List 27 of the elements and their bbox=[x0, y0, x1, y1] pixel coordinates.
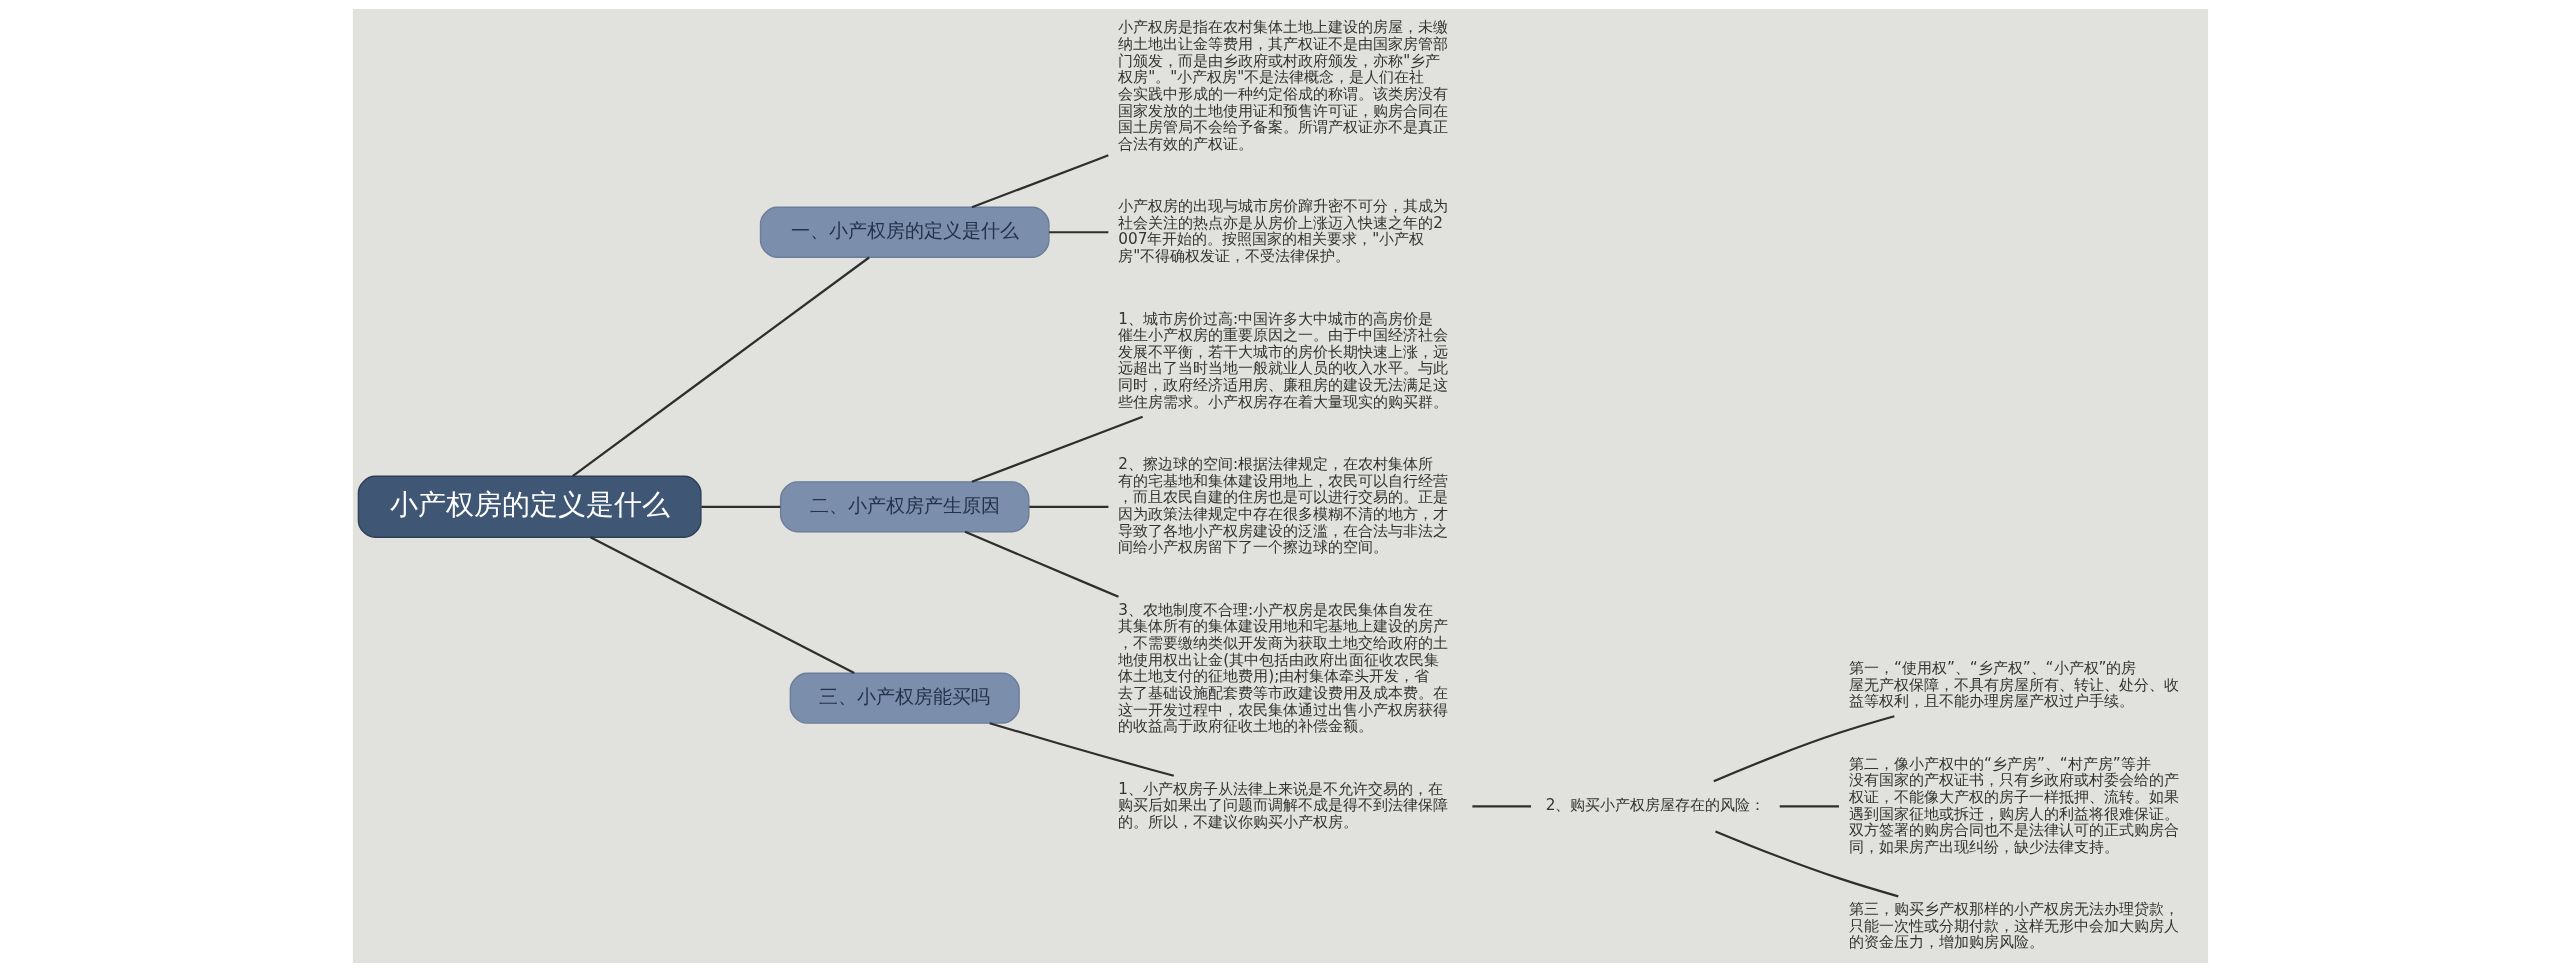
connector bbox=[988, 721, 1174, 777]
node-text: 小产权房是指在农村集体土地上建设的房屋，未缴纳土地出让金等费用，其产权证不是由国家房管部门颁发，而是由乡政府或村政府颁发，亦称"乡产权房"。"小产权房"不是法律概念，是人们在社会实践中形成的一种约定俗成的称谓。该类房没有国家发放的土地使用证和预售许可证，购房合同在国土房管局不会给予备案。所谓产权证亦不是真正合法有效的产权证。 bbox=[1117, 17, 1448, 153]
connector bbox=[1471, 804, 1531, 807]
connector bbox=[1712, 714, 1895, 782]
connector bbox=[589, 535, 855, 674]
connector bbox=[971, 415, 1143, 483]
connector bbox=[700, 505, 780, 508]
node-box: 三、小产权房能买吗 bbox=[789, 672, 1020, 724]
node-text: 3、农地制度不合理:小产权房是农民集体自发在其集体所有的集体建设用地和宅基地上建设的房产，不需要缴纳类似开发商为获取土地交给政府的土地使用权出让金(其中包括由政府出面征收农民集体土地支付的征地费用);由村集体牵头开发，省去了基础设施配套费等市政建设费用及成本费。在这一开发过程中，农民集体通过出售小产权房获得的收益高于政府征收土地的补偿金额。 bbox=[1117, 600, 1448, 735]
connector bbox=[964, 530, 1119, 598]
connector bbox=[1028, 505, 1108, 508]
connector bbox=[1714, 829, 1899, 897]
node-box: 小产权房的定义是什么 bbox=[357, 475, 702, 538]
node-text: 2、购买小产权房屋存在的风险： bbox=[1545, 795, 1765, 814]
node-text: 小产权房的出现与城市房价蹿升密不可分，其成为社会关注的热点亦是从房价上涨迈入快速之年的2007年开始的。按照国家的相关要求，"小产权房"不得确权发证，不受法律保护。 bbox=[1117, 196, 1448, 265]
connector bbox=[1779, 804, 1839, 807]
node-box: 二、小产权房产生原因 bbox=[779, 480, 1030, 532]
connector bbox=[1048, 230, 1108, 233]
node-text: 2、擦边球的空间:根据法律规定，在农村集体所有的宅基地和集体建设用地上，农民可以自行经营，而且农民自建的住房也是可以进行交易的。正是因为政策法律规定中存在很多模糊不清的地方，才导致了各地小产权房建设的泛滥，在合法与非法之间给小产权房留下了一个擦边球的空间。 bbox=[1117, 454, 1448, 556]
node-text: 1、城市房价过高:中国许多大中城市的高房价是催生小产权房的重要原因之一。由于中国经济社会发展不平衡，若干大城市的房价长期快速上涨，远远超出了当时当地一般就业人员的收入水平。与此同时，政府经济适用房、廉租房的建设无法满足这些住房需求。小产权房存在着大量现实的购买群。 bbox=[1117, 308, 1448, 411]
node-text: 第一，“使用权”、“乡产权”、“小产权”的房屋无产权保障，不具有房屋所有、转让、处分、收益等权利，且不能办理房屋产权过户手续。 bbox=[1848, 658, 2179, 710]
connector bbox=[971, 153, 1109, 208]
node-box: 一、小产权房的定义是什么 bbox=[759, 206, 1050, 258]
node-text: 第二，像小产权中的“乡产房”、“村产房”等并没有国家的产权证书，只有乡政府或村委会给的产权证，不能像大产权的房子一样抵押、流转。如果遇到国家征地或拆迁，购房人的利益将很难保证。双方签署的购房合同也不是法律认可的正式购房合同，如果房产出现纠纷，缺少法律支持。 bbox=[1848, 754, 2179, 856]
connector bbox=[571, 256, 870, 477]
node-text: 第三，购买乡产权那样的小产权房无法办理贷款，只能一次性或分期付款，这样无形中会加大购房人的资金压力，增加购房风险。 bbox=[1848, 899, 2179, 951]
node-text: 1、小产权房子从法律上来说是不允许交易的，在购买后如果出了问题而调解不成是得不到法律保障的。所以，不建议你购买小产权房。 bbox=[1117, 779, 1448, 831]
